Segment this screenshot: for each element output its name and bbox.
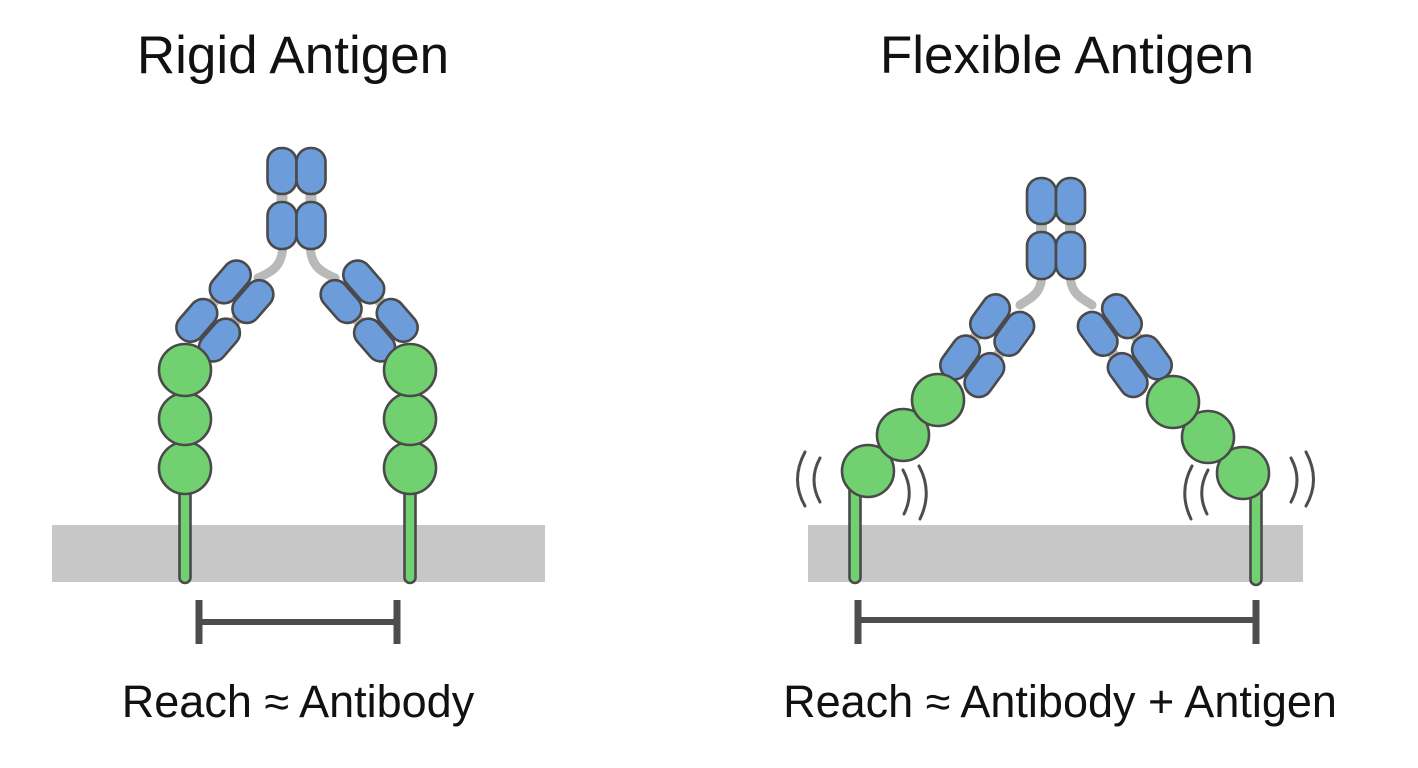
panel-rigid: Rigid Antigen Reach ≈ Antibody	[52, 26, 545, 727]
antibody-rigid	[169, 146, 425, 369]
rigid-panel-title: Rigid Antigen	[137, 26, 449, 85]
reach-bar-rigid	[195, 600, 401, 644]
antibody-flexible	[933, 176, 1179, 404]
fc-region	[266, 146, 327, 251]
flexible-panel-title: Flexible Antigen	[880, 26, 1254, 85]
fc-region	[1025, 176, 1087, 281]
motion-arcs-left-antigen	[796, 450, 928, 521]
membrane-left	[52, 525, 545, 582]
reach-label-flexible: Reach ≈ Antibody + Antigen	[783, 676, 1337, 727]
membrane-right	[808, 525, 1303, 582]
panel-flexible: Flexible Antigen Reach	[783, 26, 1337, 727]
reach-label-rigid: Reach ≈ Antibody	[122, 676, 475, 727]
motion-arcs-right-antigen	[1183, 450, 1315, 521]
reach-bar-flexible	[854, 600, 1260, 644]
